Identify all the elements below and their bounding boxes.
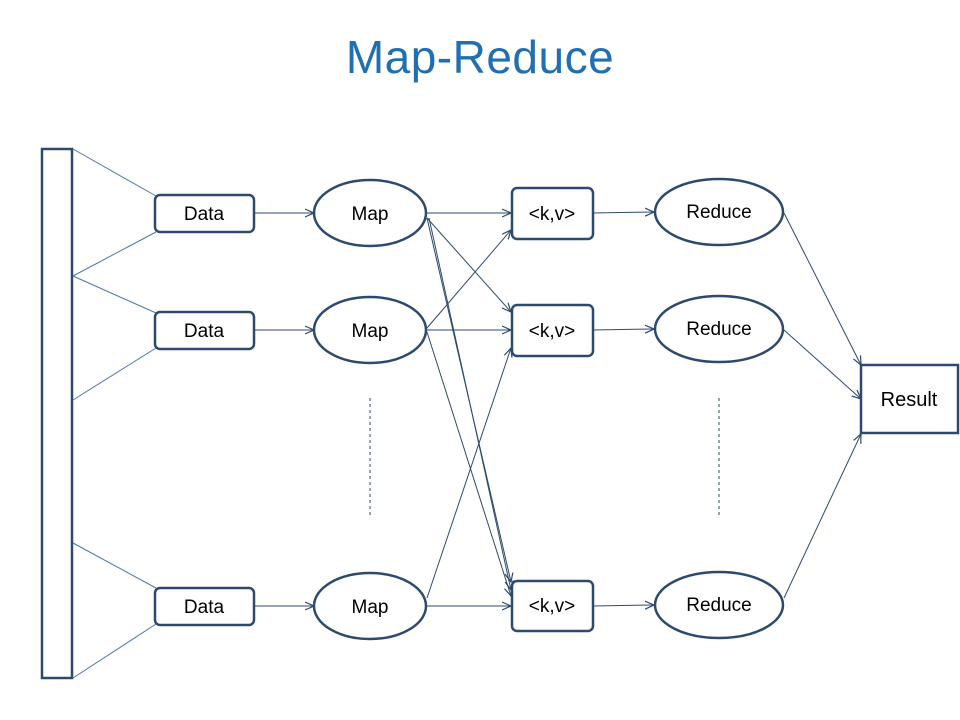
reduce-to-result-arrows	[783, 212, 861, 599]
input-split-lines	[72, 148, 157, 679]
reduce-label: Reduce	[686, 595, 752, 616]
result-node: Result	[859, 363, 960, 435]
map-label: Map	[352, 204, 389, 225]
input-source-bar	[40, 147, 74, 680]
page-title: Map-Reduce	[345, 31, 615, 83]
reduce-node: Reduce	[653, 294, 785, 364]
reduce-label: Reduce	[686, 202, 752, 223]
map-node: Map	[312, 571, 428, 641]
map-node: Map	[312, 178, 428, 248]
kv-node: <k,v>	[510, 579, 595, 633]
kv-node: <k,v>	[510, 186, 595, 241]
data-node: Data	[153, 193, 256, 234]
reduce-node: Reduce	[653, 570, 785, 640]
reduce-node: Reduce	[653, 177, 785, 247]
map-node: Map	[312, 295, 428, 365]
kv-label: <k,v>	[529, 204, 575, 225]
data-node: Data	[153, 310, 256, 351]
shuffle-arrows	[426, 213, 511, 606]
map-label: Map	[352, 321, 389, 342]
data-label: Data	[184, 597, 225, 618]
kv-label: <k,v>	[529, 321, 575, 342]
kv-node: <k,v>	[510, 303, 595, 358]
kv-to-reduce-arrows	[592, 212, 654, 606]
data-node: Data	[153, 586, 256, 627]
result-label: Result	[881, 389, 938, 411]
data-to-map-arrows	[254, 213, 314, 606]
data-label: Data	[184, 321, 225, 342]
kv-label: <k,v>	[529, 596, 575, 617]
data-label: Data	[184, 204, 225, 225]
reduce-label: Reduce	[686, 319, 752, 340]
map-label: Map	[352, 597, 389, 618]
